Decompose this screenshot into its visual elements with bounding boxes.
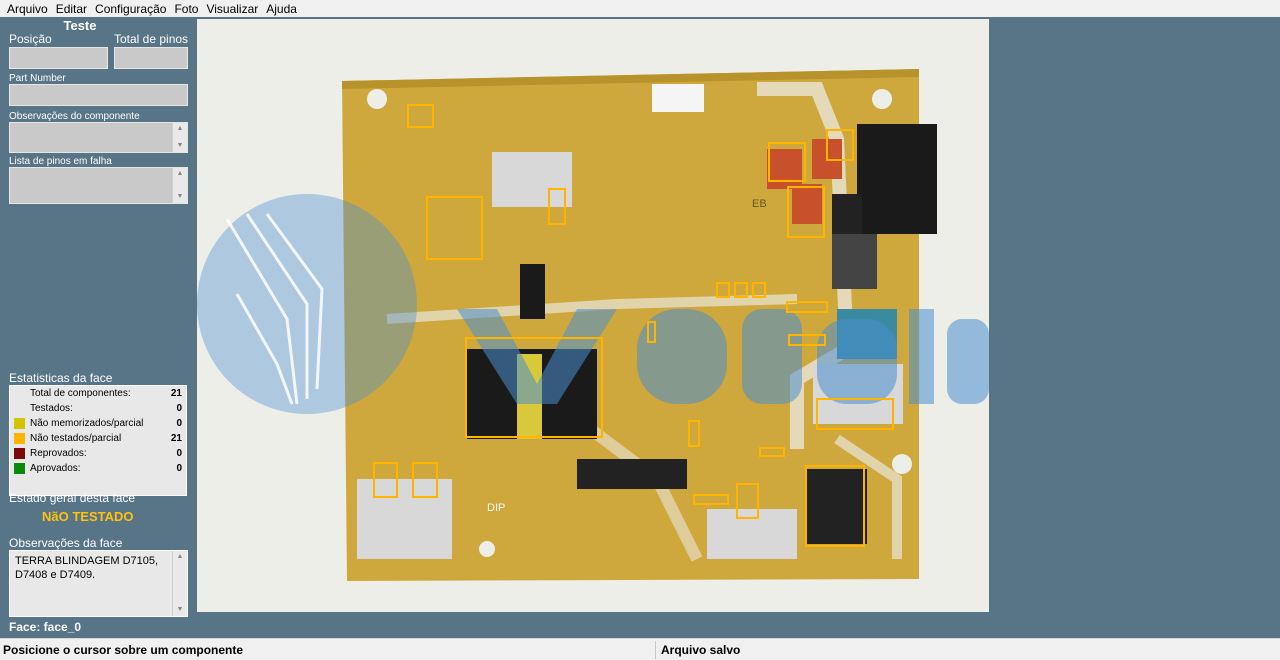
scroll-down-icon[interactable]: ▼ <box>176 606 184 613</box>
total-pins-label: Total de pinos <box>114 32 189 46</box>
face-stats-label: Estatisticas da face <box>9 371 113 385</box>
part-number-label: Part Number <box>9 73 66 84</box>
stat-not-tested: Não testados/parcial 21 <box>14 431 182 445</box>
stat-value: 0 <box>176 462 182 474</box>
general-state-label: Estado geral desta face <box>9 491 136 505</box>
stat-label: Testados: <box>30 402 73 414</box>
menu-bar: Arquivo Editar Configuração Foto Visuali… <box>0 0 1280 17</box>
stat-value: 0 <box>176 417 182 429</box>
position-label: Posição <box>9 32 52 46</box>
stat-total: Total de componentes: 21 <box>14 386 182 400</box>
pcb-board-image[interactable]: DIP EB <box>197 19 989 612</box>
failed-pins-label: Lista de pinos em falha <box>9 156 112 167</box>
scroll-down-icon[interactable]: ▼ <box>176 142 184 149</box>
stat-approved: Aprovados: 0 <box>14 461 182 475</box>
face-obs-label: Observações da face <box>9 536 123 550</box>
scroll-up-icon[interactable]: ▲ <box>176 125 184 132</box>
failed-pins-field[interactable]: ▲▼ <box>9 167 188 204</box>
general-state-value: NãO TESTADO <box>42 509 134 524</box>
orange-swatch-icon <box>14 432 25 444</box>
menu-arquivo[interactable]: Arquivo <box>7 1 48 16</box>
part-number-field[interactable] <box>9 84 188 106</box>
red-swatch-icon <box>14 447 25 459</box>
stat-label: Total de componentes: <box>30 387 131 399</box>
face-name: Face: face_0 <box>9 620 82 634</box>
component-obs-scrollbar[interactable]: ▲▼ <box>172 123 187 152</box>
yellow-swatch-icon <box>14 417 25 429</box>
scroll-up-icon[interactable]: ▲ <box>176 553 184 560</box>
menu-ajuda[interactable]: Ajuda <box>266 1 297 16</box>
menu-foto[interactable]: Foto <box>174 1 199 16</box>
face-stats-box: Total de componentes: 21 Testados: 0 Não m… <box>9 385 187 496</box>
stat-value: 0 <box>176 447 182 459</box>
scroll-up-icon[interactable]: ▲ <box>176 170 184 177</box>
face-obs-text[interactable]: TERRA BLINDAGEM D7105, D7408 e D7409. <box>15 555 159 581</box>
status-saved: Arquivo salvo <box>661 643 741 657</box>
status-separator <box>655 641 656 659</box>
main-window: Teste Posição Total de pinos Part Number… <box>0 17 1280 638</box>
test-panel: Teste Posição Total de pinos Part Number… <box>0 17 197 638</box>
menu-visualizar[interactable]: Visualizar <box>206 1 259 16</box>
stat-value: 21 <box>170 432 182 444</box>
silk-label-eb: EB <box>752 198 767 210</box>
status-hint: Posicione o cursor sobre um componente <box>3 643 244 657</box>
stat-failed: Reprovados: 0 <box>14 446 182 460</box>
stat-value: 21 <box>170 387 182 399</box>
failed-pins-scrollbar[interactable]: ▲▼ <box>172 168 187 203</box>
scroll-down-icon[interactable]: ▼ <box>176 193 184 200</box>
component-obs-label: Observações do componente <box>9 111 140 122</box>
face-obs-field[interactable]: TERRA BLINDAGEM D7105, D7408 e D7409. ▲▼ <box>9 550 188 617</box>
position-field[interactable] <box>9 47 108 69</box>
board-image-viewer[interactable]: DIP EB <box>197 19 989 612</box>
component-obs-field[interactable]: ▲▼ <box>9 122 188 153</box>
menu-configuracao[interactable]: Configuração <box>95 1 167 16</box>
silk-label-dip: DIP <box>487 502 505 514</box>
green-swatch-icon <box>14 462 25 474</box>
stat-label: Não testados/parcial <box>30 432 122 444</box>
stat-value: 0 <box>176 402 182 414</box>
stat-label: Não memorizados/parcial <box>30 417 144 429</box>
stat-not-memorized: Não memorizados/parcial 0 <box>14 416 182 430</box>
total-pins-field[interactable] <box>114 47 188 69</box>
stat-tested: Testados: 0 <box>14 401 182 415</box>
stat-label: Reprovados: <box>30 447 87 459</box>
status-bar: Posicione o cursor sobre um componente A… <box>0 638 1280 660</box>
menu-editar[interactable]: Editar <box>55 1 88 16</box>
face-obs-scrollbar[interactable]: ▲▼ <box>172 551 187 616</box>
stat-label: Aprovados: <box>30 462 81 474</box>
panel-title: Teste <box>63 18 97 33</box>
